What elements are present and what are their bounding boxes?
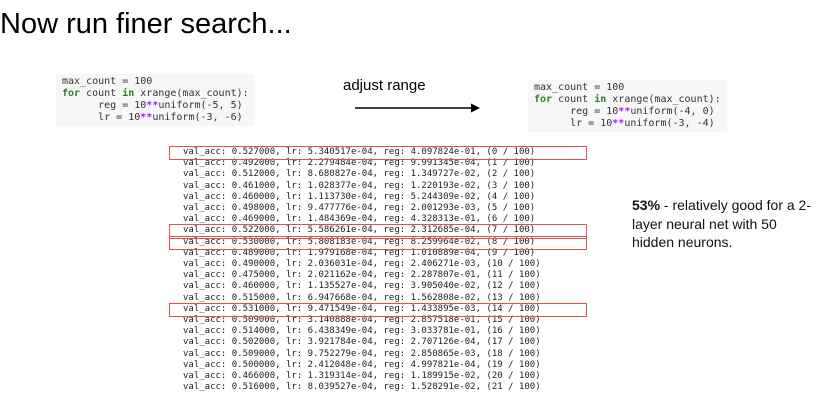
highlight-box [169,235,587,250]
result-row: val_acc: 0.489000, lr: 1.979168e-04, reg… [183,247,536,258]
code-lr-range: uniform(-3, -6) [152,112,243,123]
result-row: val_acc: 0.460000, lr: 1.113730e-04, reg… [183,191,536,202]
result-row: val_acc: 0.498000, lr: 9.477776e-04, reg… [183,203,536,214]
code-for-rest: xrange(max_count): [134,88,249,99]
result-row: val_acc: 0.500000, lr: 2.412048e-04, reg… [183,359,541,370]
code-for-var: count [80,88,123,99]
highlight-box [169,146,587,161]
result-row: val_acc: 0.522000, lr: 5.586261e-04, reg… [183,225,536,236]
code-block-before: max_count = 100 for count in xrange(max_… [56,74,255,126]
keyword-in: in [594,94,607,105]
result-note: 53% - relatively good for a 2-layer neur… [632,196,817,252]
result-row: val_acc: 0.509000, lr: 9.752279e-04, reg… [183,348,541,359]
result-row: val_acc: 0.466000, lr: 1.319314e-04, reg… [183,371,541,382]
result-row: val_acc: 0.502000, lr: 3.921784e-04, reg… [183,337,541,348]
note-accuracy: 53% [632,197,661,213]
code-reg-pow: ** [618,106,631,117]
code-for-var: count [552,94,595,105]
search-results-log: val_acc: 0.527000, lr: 5.340517e-04, reg… [183,147,541,393]
result-row: val_acc: 0.530000, lr: 5.808183e-04, reg… [183,236,536,247]
note-text: - relatively good for a 2-layer neural n… [632,197,811,250]
result-row: val_acc: 0.475000, lr: 2.021162e-04, reg… [183,270,541,281]
keyword-for: for [62,88,81,99]
arrow-label: adjust range [343,77,426,94]
result-row: val_acc: 0.514000, lr: 6.438349e-04, reg… [183,326,541,337]
result-row: val_acc: 0.531000, lr: 9.471549e-04, reg… [183,303,541,314]
code-lr-range: uniform(-3, -4) [624,118,715,129]
result-row: val_acc: 0.490000, lr: 2.036031e-04, reg… [183,259,541,270]
result-row: val_acc: 0.515000, lr: 6.947668e-04, reg… [183,292,541,303]
code-block-after: max_count = 100 for count in xrange(max_… [528,80,727,132]
result-row: val_acc: 0.509000, lr: 3.140888e-04, reg… [183,315,541,326]
result-row: val_acc: 0.492000, lr: 2.279484e-04, reg… [183,158,536,169]
result-row: val_acc: 0.512000, lr: 8.680827e-04, reg… [183,169,536,180]
keyword-for: for [534,94,553,105]
code-lr-pow: ** [140,112,153,123]
code-line-max-count: max_count = 100 [534,82,625,93]
slide-title: Now run finer search... [0,8,292,40]
code-for-rest: xrange(max_count): [606,94,721,105]
code-reg-prefix: reg = 10 [62,100,147,111]
code-reg-pow: ** [146,100,159,111]
result-row: val_acc: 0.469000, lr: 1.484369e-04, reg… [183,214,536,225]
highlight-box [169,224,587,239]
result-row: val_acc: 0.527000, lr: 5.340517e-04, reg… [183,147,536,157]
result-row: val_acc: 0.460000, lr: 1.135527e-04, reg… [183,281,541,292]
code-lr-prefix: lr = 10 [534,118,613,129]
code-reg-range: uniform(-4, 0) [630,106,715,117]
result-row: val_acc: 0.461000, lr: 1.028377e-04, reg… [183,180,536,191]
highlight-box [169,302,587,317]
code-lr-prefix: lr = 10 [62,112,141,123]
right-arrow-icon [355,103,480,113]
code-reg-prefix: reg = 10 [534,106,619,117]
keyword-in: in [122,88,135,99]
result-row: val_acc: 0.516000, lr: 8.039527e-04, reg… [183,382,541,393]
code-reg-range: uniform(-5, 5) [158,100,243,111]
code-lr-pow: ** [612,118,625,129]
code-line-max-count: max_count = 100 [62,76,153,87]
